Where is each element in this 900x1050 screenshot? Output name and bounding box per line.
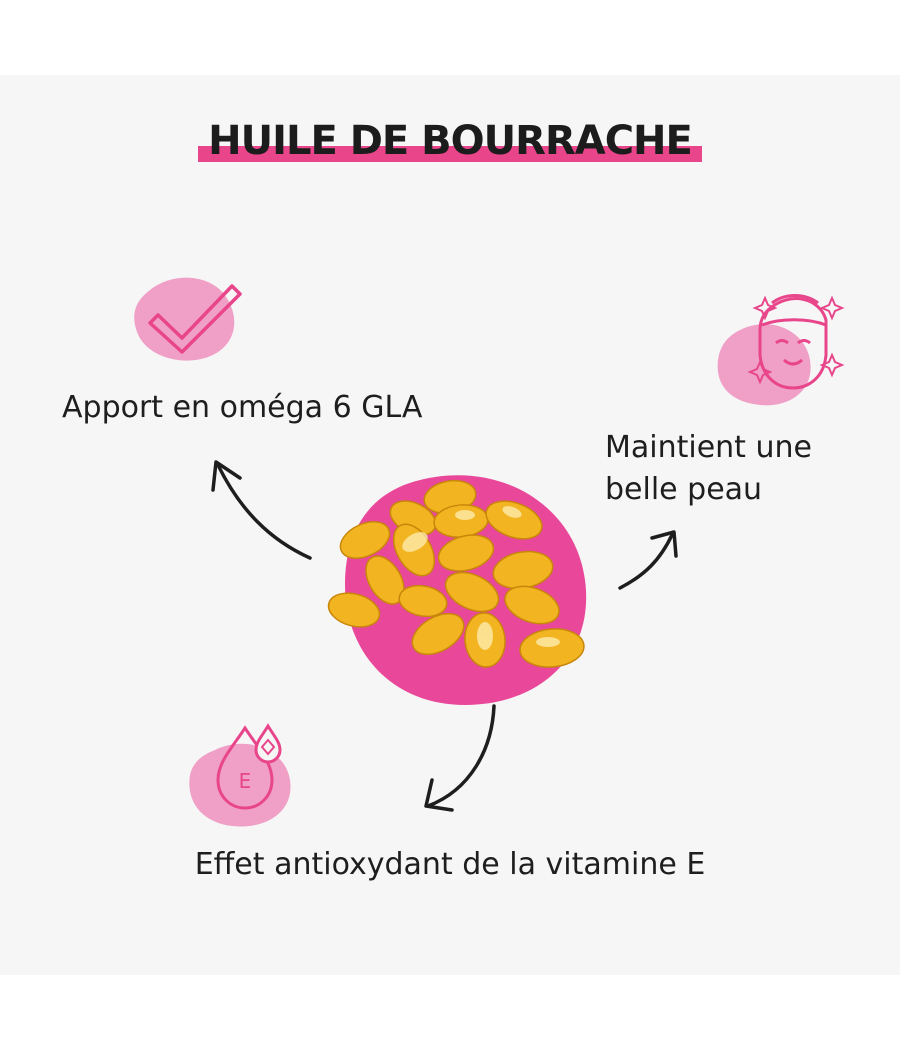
vitamin-e-drop-icon: E — [189, 723, 291, 827]
arrow-to-omega-head — [211, 460, 242, 492]
benefit-skin-line1: Maintient une — [605, 430, 812, 465]
checkmark-icon — [134, 277, 242, 361]
arrow-to-omega — [216, 463, 312, 560]
arrow-to-skin-head — [650, 530, 678, 558]
title-highlight-bar — [198, 146, 702, 162]
benefit-vitamin: Effet antioxydant de la vitamine E — [194, 847, 706, 882]
softgel-capsules-image — [327, 475, 587, 705]
benefit-skin-line2: belle peau — [605, 472, 763, 507]
arrow-to-vitamin-head — [424, 778, 454, 812]
vitamin-e-letter: E — [239, 769, 252, 793]
face-sparkle-icon — [717, 294, 845, 406]
arrow-to-vitamin — [426, 704, 496, 808]
benefit-omega: Apport en oméga 6 GLA — [62, 390, 423, 425]
title-text: HUILE DE BOURRACHE — [208, 118, 693, 164]
title-block: HUILE DE BOURRACHE — [0, 118, 900, 164]
arrow-to-skin — [618, 533, 674, 590]
page-title: HUILE DE BOURRACHE — [198, 118, 702, 164]
arrows — [211, 460, 678, 812]
